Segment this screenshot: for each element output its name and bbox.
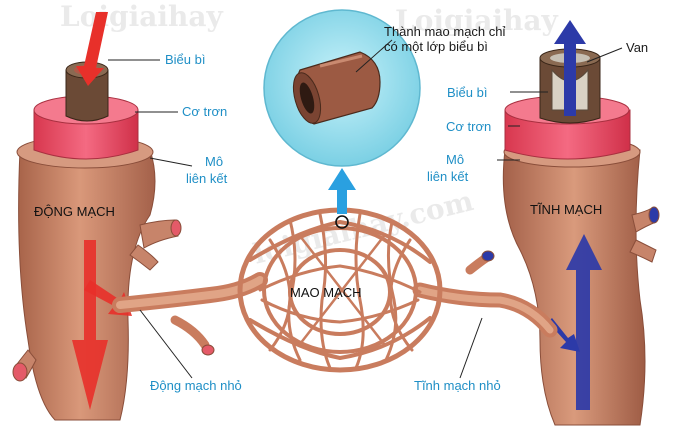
vein-vessel — [502, 48, 660, 426]
leader-lines — [108, 39, 623, 379]
label-valve: Van — [626, 40, 648, 55]
label-venule: Tĩnh mạch nhỏ — [414, 378, 501, 393]
vein-outflow-arrow — [554, 20, 586, 116]
watermark-2: Loigiaihay — [395, 4, 558, 37]
label-arteriole: Động mạch nhỏ — [150, 378, 242, 393]
label-capillary-wall-2: có một lớp biểu bì — [384, 39, 488, 54]
vein-flow-arrow — [566, 234, 602, 410]
label-vein: TĨNH MẠCH — [530, 202, 602, 217]
label-connective-right-1: Mô — [446, 152, 464, 167]
label-connective-left-2: liên kết — [186, 171, 228, 186]
watermark-1: Loigiaihay — [60, 0, 223, 33]
label-smooth-muscle-right: Cơ trơn — [446, 119, 491, 134]
callout-up-arrow — [328, 168, 356, 214]
capillary-sample-marker — [335, 215, 349, 229]
label-epidermis-left: Biểu bì — [165, 52, 205, 67]
label-artery: ĐỘNG MẠCH — [34, 204, 115, 219]
label-connective-right-2: liên kết — [427, 169, 469, 184]
label-capillaries: MAO MẠCH — [290, 285, 362, 300]
artery-inflow-arrow — [76, 12, 108, 86]
label-capillary-wall-1: Thành mao mạch chỉ — [384, 24, 506, 39]
label-smooth-muscle-left: Cơ trơn — [182, 104, 227, 119]
artery-flow-arrow — [72, 240, 108, 410]
label-connective-left-1: Mô — [205, 154, 223, 169]
label-epidermis-right: Biểu bì — [447, 85, 487, 100]
